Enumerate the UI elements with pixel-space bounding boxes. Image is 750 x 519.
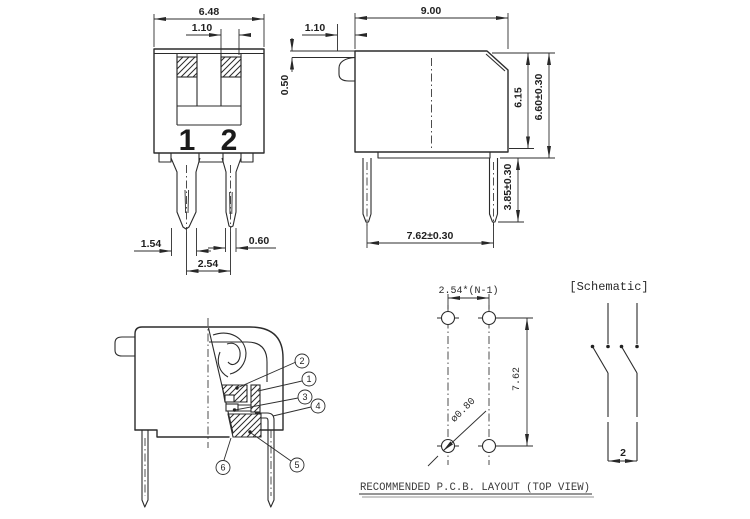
pcb-holes: [440, 310, 497, 454]
dim-front-slot-width: 1.10: [192, 22, 213, 34]
callout-5: 5: [289, 457, 305, 473]
dim-overall-height: 6.60±0.30: [533, 74, 545, 121]
dim-actuator-protrusion: 1.10: [305, 22, 326, 34]
schematic-title: [Schematic]: [569, 280, 648, 294]
pcb-dimensions: 2.54*(N-1) 7.62 ø0.80: [427, 285, 533, 467]
callout-2: 2: [294, 353, 310, 369]
side-view-body-outline: [292, 50, 509, 159]
front-view-pins: [158, 153, 254, 232]
section-contact-block: [221, 384, 275, 438]
callout-4-label: 4: [315, 401, 320, 411]
schematic-dimension: 2: [608, 447, 637, 463]
callout-1-label: 1: [306, 374, 311, 384]
front-view-actuators: [176, 56, 242, 78]
callout-2-label: 2: [299, 356, 304, 366]
side-view-dimensions: 9.00 1.10 0.50 6.15 6.60±0.30 3.85±0.: [279, 5, 555, 248]
section-pins: [141, 420, 275, 508]
section-leaders: [223, 361, 312, 462]
dim-pin-length: 3.85±0.30: [502, 164, 514, 211]
side-view-pins: [362, 158, 499, 226]
front-view-dimensions: 6.48 1.10 1.54 0.60 2.54: [134, 6, 276, 275]
actuator-2-hatched: [220, 56, 242, 78]
callout-6-label: 6: [220, 463, 225, 473]
pcb-hole: [481, 438, 497, 454]
callout-6: 6: [215, 460, 231, 475]
section-callout-balloons: 2 1 3 4 5 6: [215, 353, 326, 475]
pcb-caption-group: RECOMMENDED P.C.B. LAYOUT (TOP VIEW): [359, 482, 594, 498]
actuator-1-hatched: [176, 56, 198, 78]
section-rocker-curves: [212, 332, 247, 378]
callout-3-label: 3: [302, 392, 307, 402]
dim-pcb-hole-dia: ø0.80: [449, 396, 478, 425]
front-view: 1 2 6.48 1.10: [134, 6, 276, 275]
dim-actuator-thickness: 0.50: [279, 75, 291, 96]
pcb-hole: [440, 310, 456, 326]
callout-3: 3: [297, 389, 313, 405]
callout-5-label: 5: [294, 460, 299, 470]
callout-1: 1: [301, 371, 317, 387]
pcb-layout: 2.54*(N-1) 7.62 ø0.80 RECOMMENDED P.C.B.…: [359, 285, 594, 498]
dim-side-length: 9.00: [421, 5, 442, 17]
switch-position-2-label: 2: [221, 124, 238, 157]
dim-body-height: 6.15: [513, 87, 525, 108]
section-view: 2 1 3 4 5 6: [114, 318, 326, 508]
callout-4: 4: [310, 398, 326, 414]
dim-pcb-pitch: 2.54*(N-1): [438, 285, 498, 297]
dim-pin-pitch: 2.54: [198, 258, 219, 270]
pcb-caption: RECOMMENDED P.C.B. LAYOUT (TOP VIEW): [360, 482, 590, 494]
schematic-switch-symbols: [590, 303, 639, 461]
dim-pcb-row-spacing: 7.62: [512, 367, 523, 391]
dim-poles-count: 2: [620, 447, 626, 459]
dim-pin-tip-width: 0.60: [249, 235, 270, 247]
dim-pin-row-span: 7.62±0.30: [407, 230, 454, 242]
schematic-view: [Schematic] 2: [569, 280, 649, 463]
pcb-hole: [481, 310, 497, 326]
switch-position-1-label: 1: [179, 124, 196, 157]
dim-pin-width: 1.54: [141, 238, 162, 250]
dim-front-width: 6.48: [199, 6, 220, 18]
front-view-body-outline: [153, 48, 265, 154]
section-leader-dots: [232, 386, 252, 434]
side-view: 9.00 1.10 0.50 6.15 6.60±0.30 3.85±0.: [279, 5, 555, 248]
